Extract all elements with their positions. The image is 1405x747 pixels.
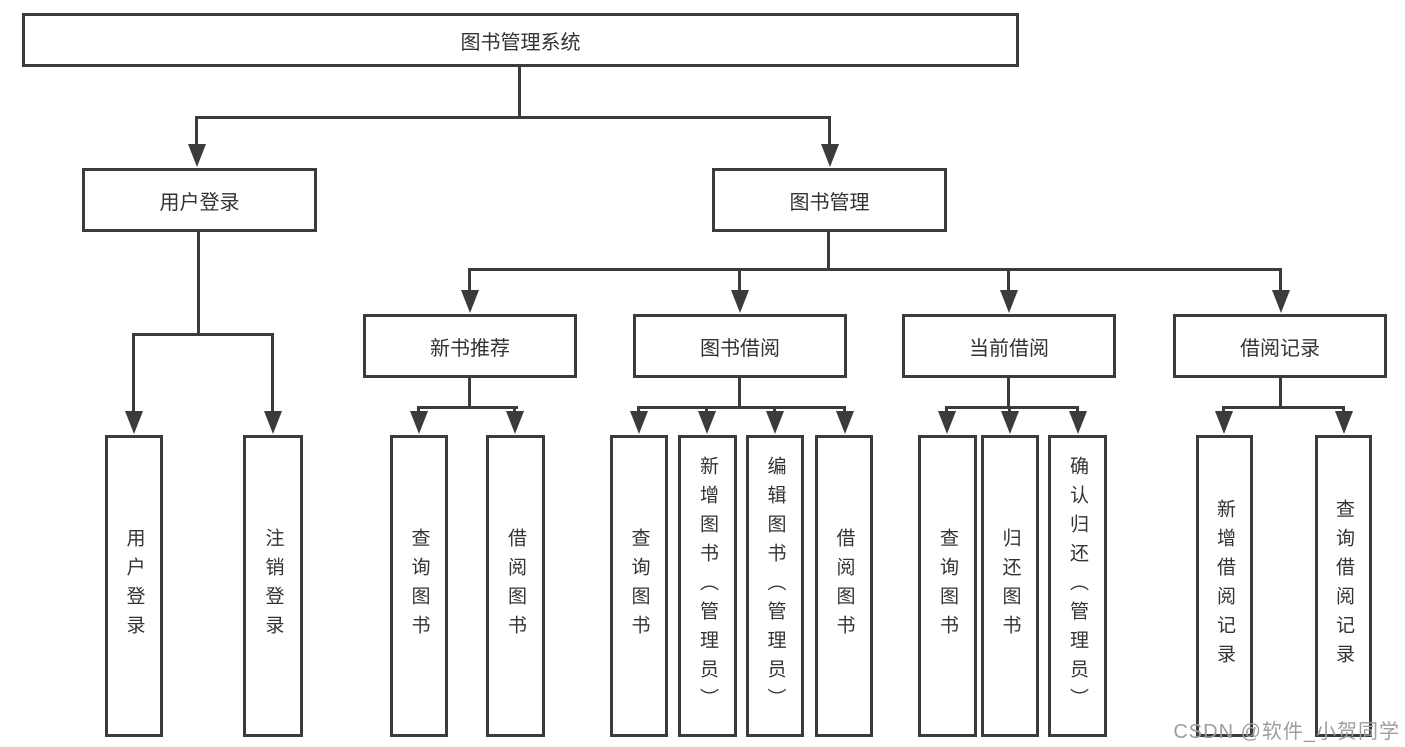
arrow-current-borrow — [1000, 290, 1018, 313]
arrow-leaf — [1215, 411, 1233, 434]
node-label: 新增借阅记录 — [1214, 499, 1235, 673]
arrow-user-login — [188, 144, 206, 167]
leaf-confirm-return-admin: 确认归还（管理员） — [1048, 435, 1107, 737]
edge-bookmgmt-drop — [827, 232, 830, 271]
arrow-leaf — [630, 411, 648, 434]
leaf-user-login: 用户登录 — [105, 435, 163, 737]
node-borrowing-records: 借阅记录 — [1173, 314, 1387, 378]
node-label: 新增图书（管理员） — [697, 455, 718, 717]
edge-level3-rail — [468, 268, 1282, 271]
leaf-edit-books-admin: 编辑图书（管理员） — [746, 435, 804, 737]
node-label: 确认归还（管理员） — [1067, 455, 1088, 717]
node-label: 新书推荐 — [430, 337, 510, 360]
node-label: 查询借阅记录 — [1333, 499, 1354, 673]
arrow-new-book — [461, 290, 479, 313]
edge-root-drop — [518, 66, 521, 119]
node-label: 查询图书 — [628, 528, 650, 644]
arrow-logout-leaf — [264, 411, 282, 434]
edge-currentborrow-drop — [1007, 378, 1010, 409]
csdn-watermark: CSDN @软件_小贺同学 — [1173, 721, 1400, 743]
edge-currentborrow-rail — [945, 406, 1079, 409]
edge-drop-new-book — [468, 268, 471, 296]
edge-bookborrow-rail — [637, 406, 846, 409]
edge-drop-current-borrow — [1007, 268, 1010, 296]
node-book-borrowing: 图书借阅 — [633, 314, 847, 378]
arrow-borrow-records — [1272, 290, 1290, 313]
leaf-borrow-books: 借阅图书 — [815, 435, 873, 737]
node-label: 图书管理系统 — [460, 31, 581, 54]
node-label: 用户登录 — [159, 191, 240, 214]
arrow-leaf — [1001, 411, 1019, 434]
edge-newbook-rail — [417, 406, 518, 409]
edge-userlogin-drop — [197, 232, 200, 336]
node-book-management: 图书管理 — [712, 168, 947, 232]
arrow-leaf — [698, 411, 716, 434]
node-label: 注销登录 — [262, 528, 284, 644]
arrow-book-mgmt — [821, 144, 839, 167]
leaf-logout: 注销登录 — [243, 435, 303, 737]
edge-drop-borrow-records — [1279, 268, 1282, 296]
node-label: 当前借阅 — [969, 337, 1049, 360]
node-user-login-group: 用户登录 — [82, 168, 317, 232]
arrow-leaf — [506, 411, 524, 434]
leaf-add-books-admin: 新增图书（管理员） — [678, 435, 737, 737]
arrow-leaf — [766, 411, 784, 434]
leaf-return-books: 归还图书 — [981, 435, 1039, 737]
edge-borrowrecords-rail — [1222, 406, 1345, 409]
arrow-login-leaf — [125, 411, 143, 434]
node-root-library-system: 图书管理系统 — [22, 13, 1019, 67]
node-label: 图书管理 — [789, 191, 870, 214]
edge-newbook-drop — [468, 378, 471, 409]
edge-drop-book-mgmt — [828, 116, 831, 150]
leaf-query-books-borrowing: 查询图书 — [610, 435, 668, 737]
leaf-borrow-books-recommend: 借阅图书 — [486, 435, 545, 737]
edge-drop-login-leaf — [132, 333, 135, 419]
node-label: 归还图书 — [999, 528, 1021, 644]
node-label: 借阅图书 — [833, 528, 855, 644]
node-label: 编辑图书（管理员） — [764, 455, 786, 717]
node-current-borrowing: 当前借阅 — [902, 314, 1116, 378]
edge-bookborrow-drop — [738, 378, 741, 409]
edge-drop-book-borrow — [738, 268, 741, 296]
arrow-leaf — [1069, 411, 1087, 434]
leaf-query-books-recommend: 查询图书 — [390, 435, 448, 737]
node-label: 用户登录 — [123, 528, 145, 644]
node-label: 借阅记录 — [1240, 337, 1320, 360]
edge-userlogin-rail — [132, 333, 274, 336]
arrow-leaf — [836, 411, 854, 434]
arrow-leaf — [938, 411, 956, 434]
edge-level2-rail — [195, 116, 831, 119]
arrow-book-borrow — [731, 290, 749, 313]
node-label: 查询图书 — [937, 528, 958, 644]
leaf-add-borrow-record: 新增借阅记录 — [1196, 435, 1253, 737]
node-new-book-recommend: 新书推荐 — [363, 314, 577, 378]
edge-drop-user-login — [195, 116, 198, 150]
leaf-query-books-current: 查询图书 — [918, 435, 977, 737]
arrow-leaf — [410, 411, 428, 434]
node-label: 查询图书 — [408, 528, 430, 644]
leaf-query-borrow-record: 查询借阅记录 — [1315, 435, 1372, 737]
arrow-leaf — [1335, 411, 1353, 434]
node-label: 图书借阅 — [700, 337, 780, 360]
edge-drop-logout-leaf — [271, 333, 274, 419]
edge-borrowrecords-drop — [1279, 378, 1282, 409]
node-label: 借阅图书 — [505, 528, 526, 644]
